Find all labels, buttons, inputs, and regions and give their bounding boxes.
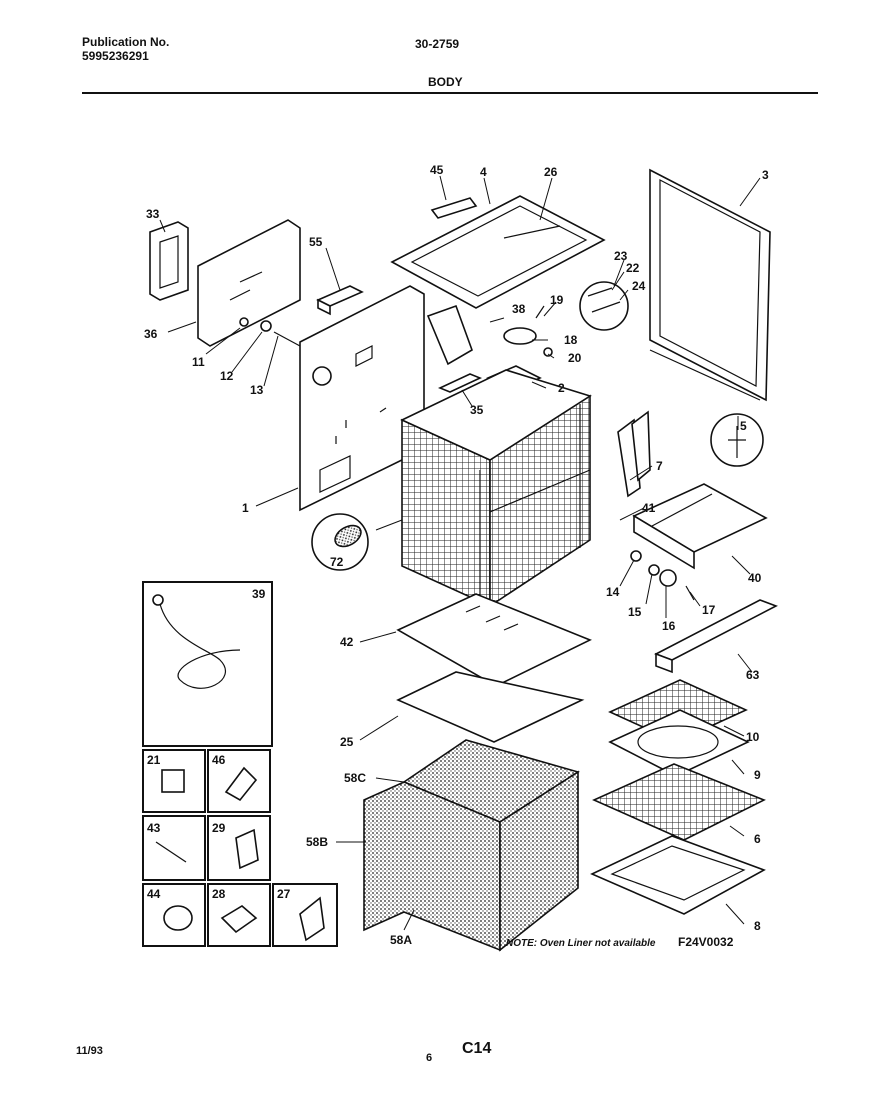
part-4-top-panel: [390, 195, 606, 309]
kit-box-46: [207, 749, 271, 813]
part-58-insulation: [363, 739, 580, 952]
callout-1: 1: [242, 501, 249, 515]
callout-25: 25: [340, 735, 354, 749]
callout-38: 38: [512, 302, 526, 316]
callout-18: 18: [564, 333, 578, 347]
callout-3: 3: [762, 168, 769, 182]
kit-label-43: 43: [147, 821, 161, 835]
kit-label-28: 28: [212, 887, 226, 901]
publication-label: Publication No.: [82, 35, 170, 49]
callout-58B: 58B: [306, 835, 328, 849]
oven-liner-note: NOTE: Oven Liner not available: [506, 938, 656, 949]
callout-19: 19: [550, 293, 564, 307]
callout-22: 22: [626, 261, 640, 275]
part-9-broil-pan: [608, 709, 750, 777]
callout-10: 10: [746, 730, 760, 744]
section-title: BODY: [428, 75, 463, 89]
callout-2: 2: [558, 381, 565, 395]
callout-35: 35: [470, 403, 484, 417]
callout-23: 23: [614, 249, 628, 263]
callout-14: 14: [606, 585, 620, 599]
callout-55: 55: [309, 235, 323, 249]
kit-box-21: [142, 749, 206, 813]
footer-date: 11/93: [76, 1045, 103, 1057]
callout-26: 26: [544, 165, 558, 179]
callout-36: 36: [144, 327, 158, 341]
part-40-panel: [632, 483, 768, 570]
part-1-side-panel: [299, 285, 425, 512]
callout-13: 13: [250, 383, 264, 397]
part-8-frame: [590, 835, 766, 915]
part-5-leveler-detail: [710, 413, 764, 467]
leader-lines: [159, 175, 761, 931]
part-back-panel: [197, 219, 301, 347]
callout-labels: 45 4 26 3 33 55 23 22 24 19 36 38 18 20 …: [144, 163, 769, 947]
callout-58C: 58C: [344, 771, 366, 785]
callout-42: 42: [340, 635, 354, 649]
figure-code: F24V0032: [678, 935, 734, 949]
callout-9: 9: [754, 768, 761, 782]
part-knobs: [630, 550, 695, 601]
callout-40: 40: [748, 571, 762, 585]
part-63-rail: [654, 599, 778, 674]
kit-label-46: 46: [212, 753, 226, 767]
footer-page: 6: [426, 1052, 433, 1064]
header-rule: [82, 92, 818, 94]
callout-15: 15: [628, 605, 642, 619]
part-7-clips: [617, 410, 651, 498]
part-22-24-detail: [579, 281, 629, 331]
callout-16: 16: [662, 619, 676, 633]
kit-label-21: 21: [147, 753, 161, 767]
callout-6: 6: [754, 832, 761, 846]
callout-11: 11: [192, 355, 205, 369]
callout-72: 72: [330, 555, 344, 569]
kit-box-39: [142, 581, 273, 747]
callout-33: 33: [146, 207, 160, 221]
part-18-19-20: [503, 305, 553, 357]
part-38: [426, 304, 473, 366]
callout-63: 63: [746, 668, 760, 682]
callout-4: 4: [480, 165, 487, 179]
kit-box-28: [207, 883, 271, 947]
part-55: [316, 285, 364, 316]
kit-box-29: [207, 815, 271, 881]
callout-39: 39: [252, 587, 266, 601]
part-oven-cavity: [400, 369, 592, 612]
callout-41: 41: [642, 501, 656, 515]
part-25-panel: [396, 671, 585, 743]
part-42-panel: [396, 593, 592, 687]
callout-5: 5: [740, 419, 747, 433]
part-6-oven-rack: [592, 763, 766, 841]
callout-58A: 58A: [390, 933, 412, 947]
publication-number: 5995236291: [82, 49, 149, 63]
callout-45: 45: [430, 163, 444, 177]
callout-20: 20: [568, 351, 582, 365]
callout-7: 7: [656, 459, 663, 473]
footer-section-code: C14: [462, 1040, 492, 1057]
kit-label-44: 44: [147, 887, 161, 901]
callout-17: 17: [702, 603, 716, 617]
callout-24: 24: [632, 279, 646, 293]
part-33-bracket: [149, 221, 189, 301]
kit-box-43: [142, 815, 206, 881]
callout-8: 8: [754, 919, 761, 933]
kit-box-44: [142, 883, 206, 947]
part-3-frame: [649, 168, 771, 402]
kit-label-29: 29: [212, 821, 226, 835]
callout-12: 12: [220, 369, 234, 383]
model-number: 30-2759: [415, 37, 460, 51]
kit-box-27: [272, 883, 338, 947]
kit-label-27: 27: [277, 887, 291, 901]
part-72-detail: [311, 513, 369, 571]
